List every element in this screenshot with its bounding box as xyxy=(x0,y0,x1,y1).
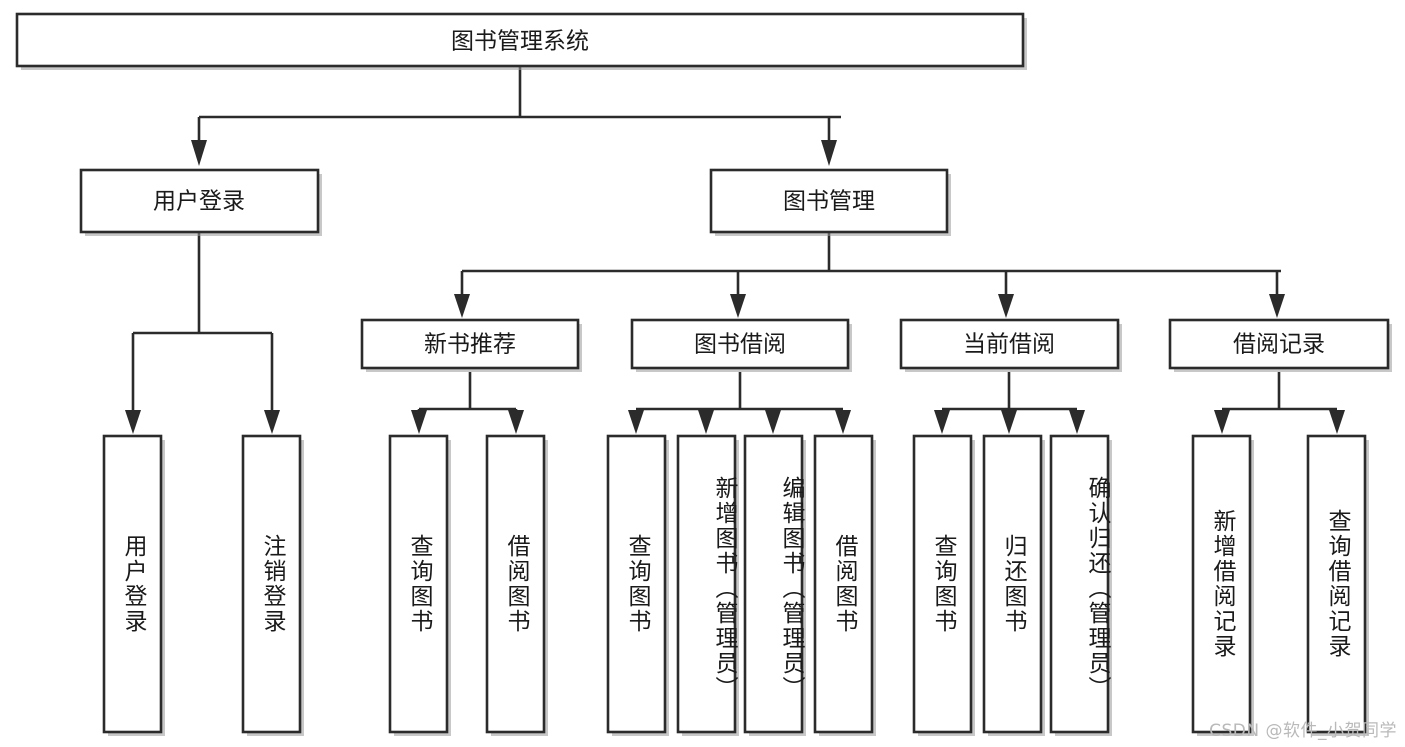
node-root[interactable]: 图书管理系统 xyxy=(15,12,1027,70)
arrow-to-leaf-query-book-1 xyxy=(411,410,427,434)
node-leaf-confirm-return-admin[interactable] xyxy=(1049,434,1112,736)
csdn-watermark: CSDN @软件_小贺同学 xyxy=(1209,721,1397,741)
node-leaf-edit-book-admin[interactable] xyxy=(743,434,806,736)
node-leaf-query-borrow-record[interactable] xyxy=(1306,434,1369,736)
arrow-to-leaf-query-book-2 xyxy=(628,410,644,434)
node-leaf-add-book-admin[interactable] xyxy=(676,434,739,736)
arrow-to-new-book-recommend xyxy=(454,294,470,318)
arrow-to-leaf-user-login xyxy=(125,410,141,434)
arrow-to-current-borrow xyxy=(998,294,1014,318)
node-root-label: 图书管理系统 xyxy=(451,29,589,55)
node-leaf-add-borrow-record[interactable] xyxy=(1191,434,1254,736)
node-leaf-borrow-book-2[interactable] xyxy=(813,434,876,736)
node-book-management-label: 图书管理 xyxy=(783,189,875,215)
node-leaf-query-book-3[interactable] xyxy=(912,434,975,736)
arrow-to-leaf-edit-book-admin xyxy=(765,410,781,434)
node-borrow-record-label: 借阅记录 xyxy=(1233,332,1325,358)
node-current-borrow[interactable]: 当前借阅 xyxy=(899,318,1122,372)
arrow-to-leaf-return-book xyxy=(1001,410,1017,434)
node-new-book-recommend-label: 新书推荐 xyxy=(424,332,516,358)
arrow-to-borrow-record xyxy=(1269,294,1285,318)
arrow-to-leaf-query-book-3 xyxy=(934,410,950,434)
node-new-book-recommend[interactable]: 新书推荐 xyxy=(360,318,582,372)
node-leaf-logout-login[interactable] xyxy=(241,434,304,736)
node-current-borrow-label: 当前借阅 xyxy=(963,332,1055,358)
node-leaf-query-book-1[interactable] xyxy=(388,434,451,736)
connector-edges xyxy=(125,66,1345,434)
node-book-borrow-label: 图书借阅 xyxy=(694,332,786,358)
arrow-to-leaf-confirm-return-admin xyxy=(1069,410,1085,434)
node-user-login[interactable]: 用户登录 xyxy=(79,168,322,236)
node-user-login-label: 用户登录 xyxy=(153,189,245,215)
node-book-management[interactable]: 图书管理 xyxy=(709,168,951,236)
node-leaf-borrow-book-1[interactable] xyxy=(485,434,548,736)
arrow-to-leaf-add-borrow-record xyxy=(1214,410,1230,434)
node-book-borrow[interactable]: 图书借阅 xyxy=(630,318,852,372)
arrow-to-leaf-query-borrow-record xyxy=(1329,410,1345,434)
node-borrow-record[interactable]: 借阅记录 xyxy=(1168,318,1392,372)
arrow-to-book-borrow xyxy=(730,294,746,318)
node-leaf-return-book[interactable] xyxy=(982,434,1045,736)
arrow-to-user-login xyxy=(191,140,207,166)
arrow-to-book-management xyxy=(821,140,837,166)
node-leaf-user-login[interactable] xyxy=(102,434,165,736)
arrow-to-leaf-logout-login xyxy=(264,410,280,434)
arrow-to-leaf-borrow-book-2 xyxy=(835,410,851,434)
arrow-to-leaf-borrow-book-1 xyxy=(508,410,524,434)
leaf-boxes xyxy=(102,434,1369,736)
node-leaf-query-book-2[interactable] xyxy=(606,434,669,736)
arrow-to-leaf-add-book-admin xyxy=(698,410,714,434)
